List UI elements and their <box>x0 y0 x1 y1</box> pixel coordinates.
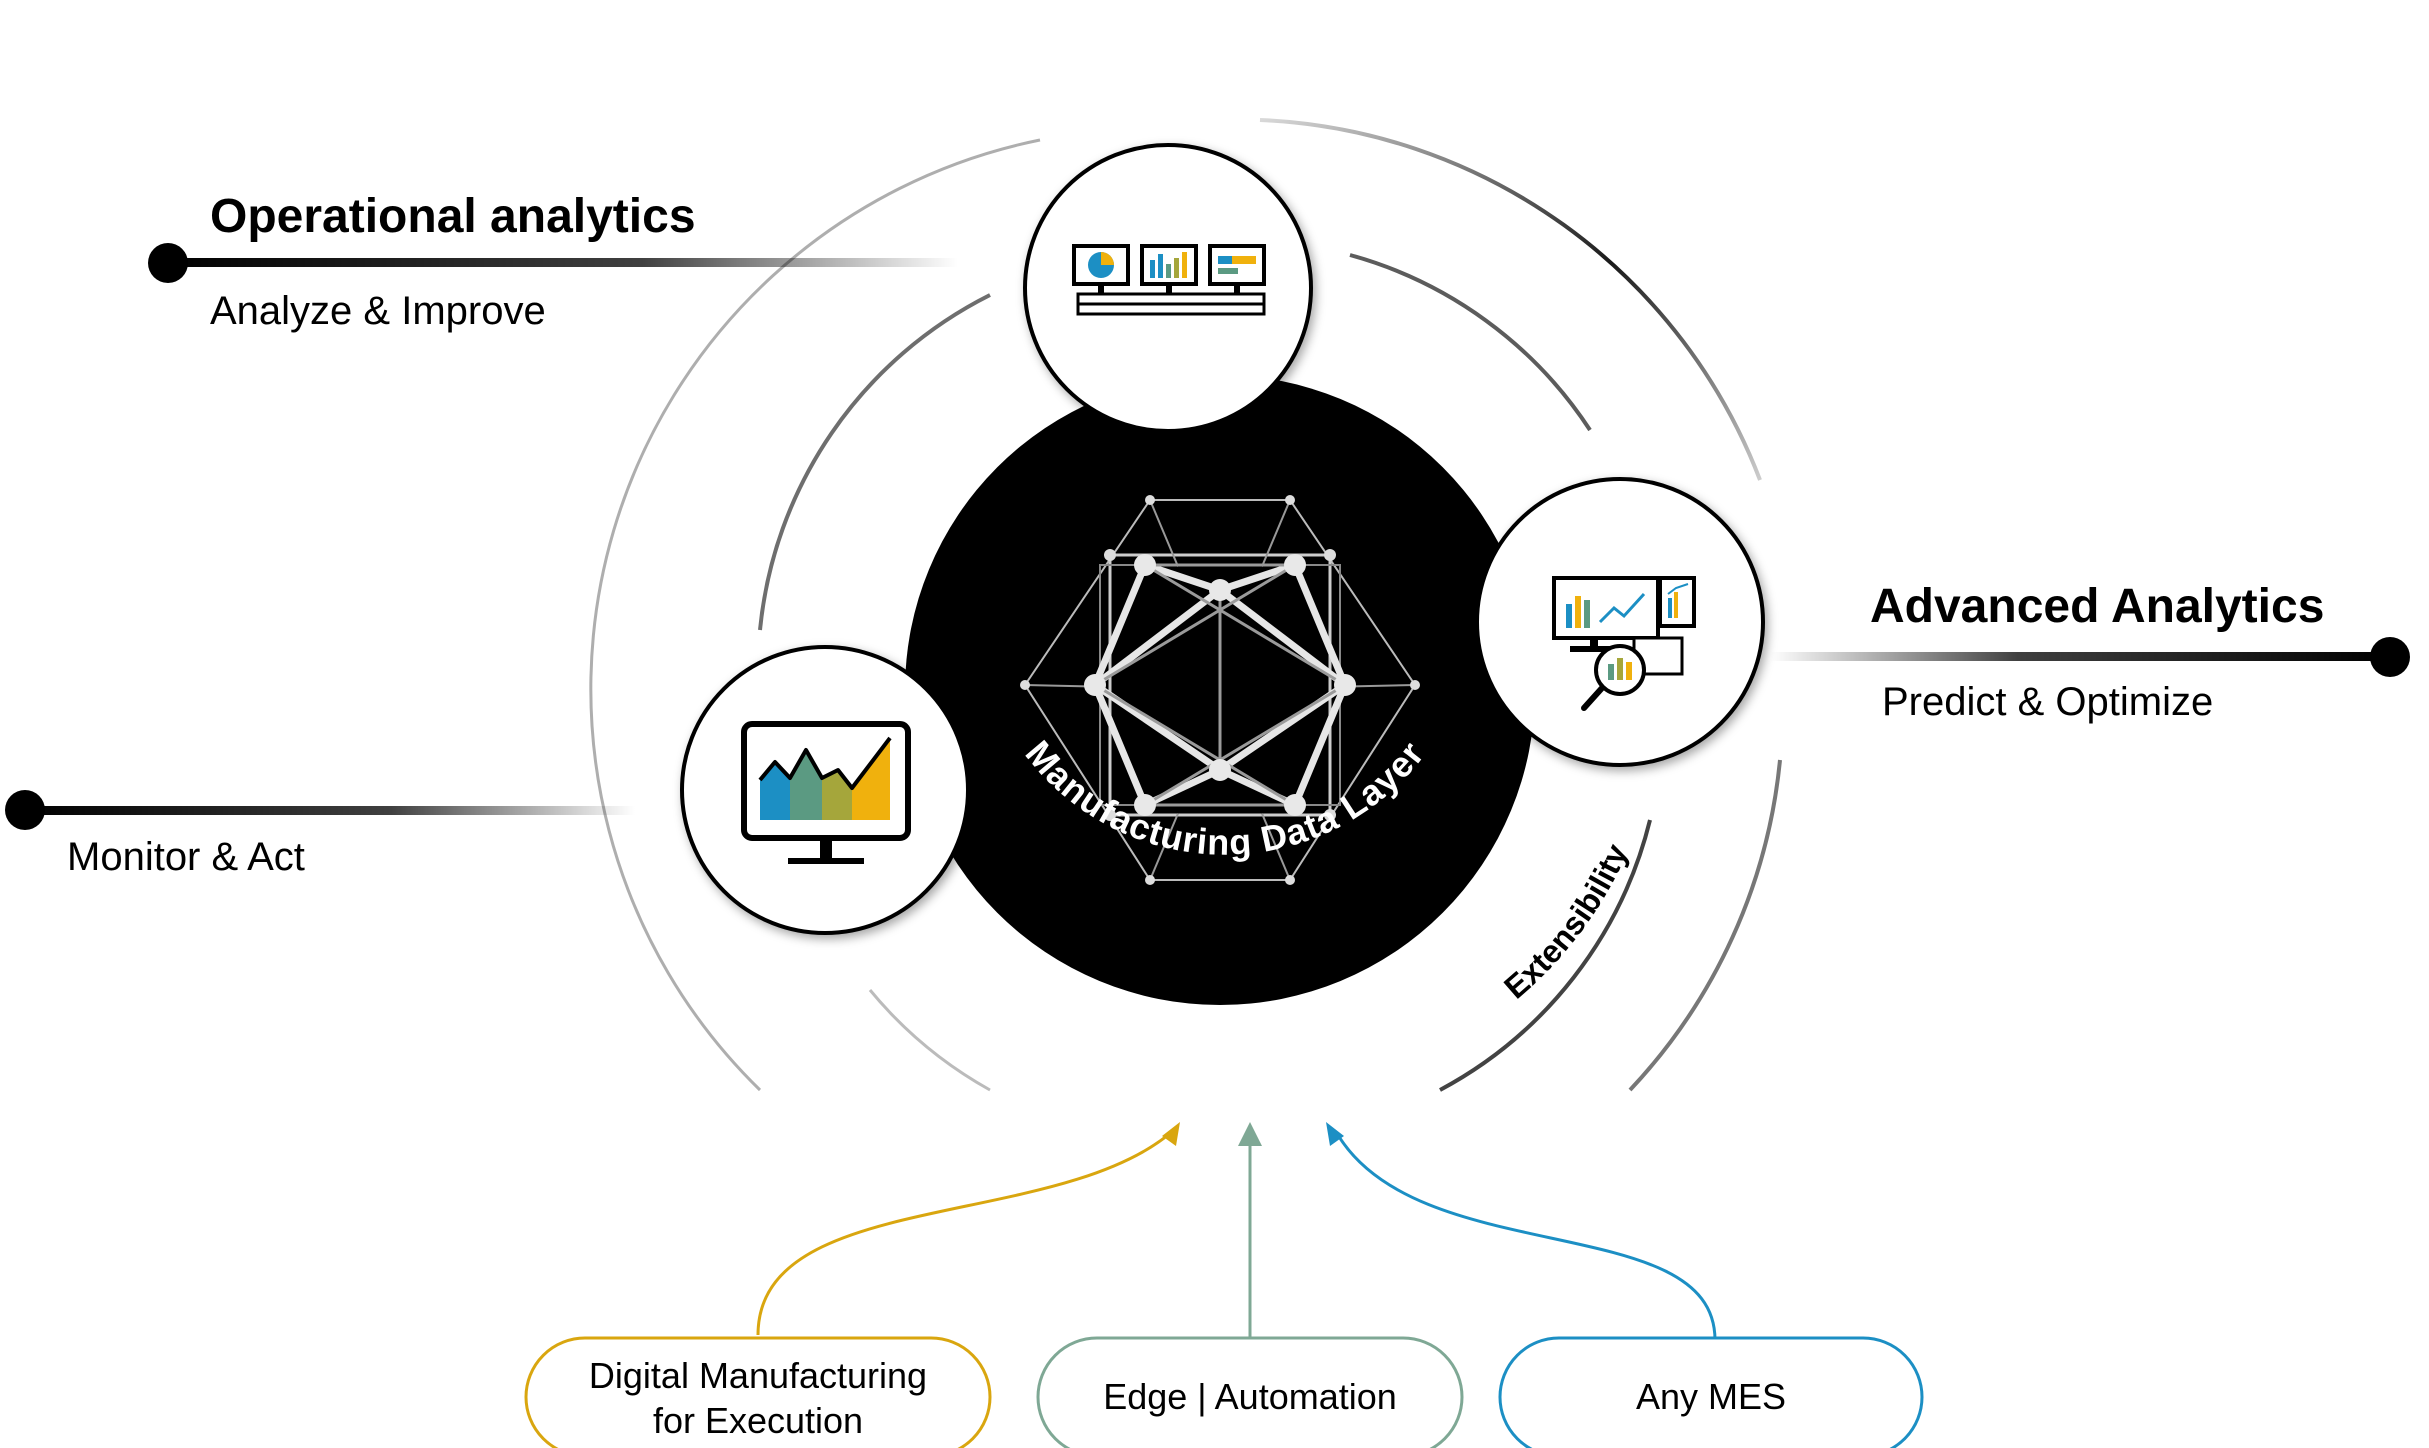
outer-ring <box>589 118 1782 1092</box>
dashboard-monitors-icon <box>1072 244 1266 316</box>
arrow-mes <box>1326 1122 1717 1341</box>
source-dmx-line1: Digital Manufacturing <box>589 1355 927 1396</box>
analyze-improve-subtitle: Analyze & Improve <box>210 289 546 333</box>
source-edge[interactable]: Edge | Automation <box>1036 1336 1464 1448</box>
predict-optimize-subtitle: Predict & Optimize <box>1882 680 2213 724</box>
extensibility-label: Extensibility <box>1497 838 1635 1005</box>
branch-line-advanced <box>1770 637 2410 677</box>
source-mes-label: Any MES <box>1636 1376 1786 1417</box>
source-dmx[interactable]: Digital Manufacturing for Execution <box>524 1336 992 1448</box>
source-edge-label: Edge | Automation <box>1103 1376 1397 1417</box>
branch-line-monitor <box>5 790 635 830</box>
source-mes[interactable]: Any MES <box>1498 1336 1924 1448</box>
operational-analytics-title: Operational analytics <box>210 190 696 243</box>
monitor-act-subtitle: Monitor & Act <box>67 835 305 879</box>
arrow-edge <box>1238 1122 1262 1340</box>
center-disc: Manufacturing Data Layer <box>905 375 1535 1005</box>
inner-ring <box>758 253 1652 1092</box>
arrow-dmx <box>756 1122 1180 1336</box>
polyhedron-network-icon <box>1020 495 1420 885</box>
monitor-chart-icon <box>741 721 911 864</box>
analytics-magnifier-icon <box>1552 576 1696 711</box>
source-dmx-line2: for Execution <box>653 1400 863 1441</box>
advanced-analytics-title: Advanced Analytics <box>1870 580 2324 633</box>
branch-line-operational <box>148 243 958 283</box>
